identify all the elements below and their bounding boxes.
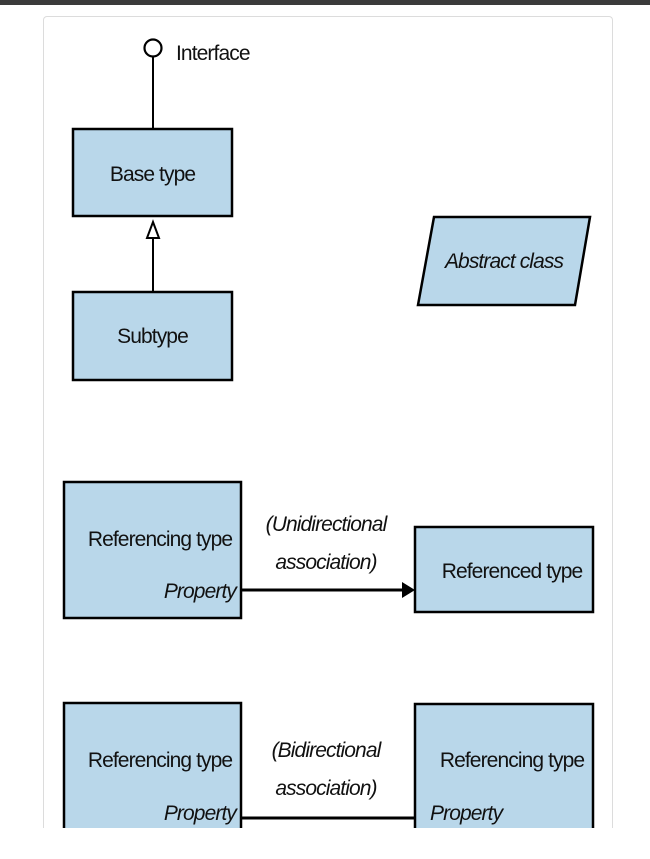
bi-left-property-label: Property [164, 802, 239, 825]
uni-referencing-type-box [62, 480, 243, 620]
uni-referencing-type-label: Referencing type [88, 528, 233, 551]
base-type-label: Base type [110, 163, 196, 186]
inheritance-arrowhead [145, 219, 161, 239]
bottom-fade [0, 828, 650, 859]
abstract-class-parallelogram [416, 215, 592, 307]
uni-association-arrowhead [402, 582, 415, 598]
top-bar [0, 0, 650, 5]
uni-association-text-line1: (Unidirectional [266, 513, 389, 536]
referenced-type-box [413, 525, 595, 614]
bi-right-referencing-type-label: Referencing type [440, 749, 585, 772]
abstract-class-label: Abstract class [443, 250, 565, 273]
interface-label: Interface [176, 42, 250, 65]
bi-association-text-line1: (Bidirectional [272, 739, 383, 762]
uni-association-text-line2: association) [275, 551, 376, 574]
uni-property-label: Property [164, 580, 239, 603]
bi-left-referencing-type-label: Referencing type [88, 749, 233, 772]
subtype-box [71, 290, 234, 382]
base-type-box [71, 127, 234, 218]
subtype-label: Subtype [117, 325, 188, 348]
referenced-type-label: Referenced type [442, 560, 583, 583]
bi-right-property-label: Property [430, 802, 505, 825]
bi-association-text-line2: association) [275, 777, 376, 800]
interface-lollipop-circle [143, 38, 163, 58]
